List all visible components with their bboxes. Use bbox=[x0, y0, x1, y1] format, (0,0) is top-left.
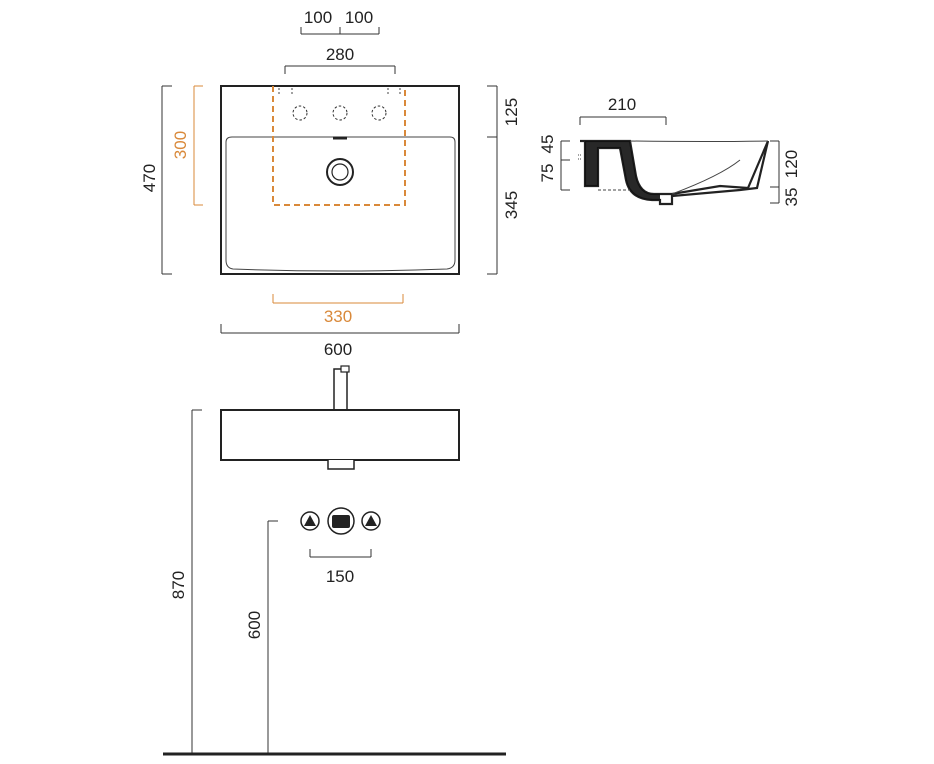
dim-overall-depth-label: 470 bbox=[140, 164, 159, 192]
dim-right-depths bbox=[487, 85, 498, 275]
dim-left-heights bbox=[560, 140, 570, 191]
dim-overall-width bbox=[220, 324, 460, 334]
drain-inner bbox=[331, 163, 349, 181]
tap-spout-cap bbox=[340, 365, 350, 373]
dim-right-heights bbox=[770, 140, 780, 204]
dim-supply-spacing-label: 150 bbox=[326, 567, 354, 586]
top-view: 100 100 280 470 300 125 bbox=[140, 8, 521, 359]
dim-total-height-label: 120 bbox=[782, 150, 801, 178]
tap-hole-right bbox=[371, 105, 387, 121]
dim-waste-height-label: 35 bbox=[782, 188, 801, 207]
dim-tap-spacing-right-label: 100 bbox=[345, 8, 373, 27]
waste-outlet bbox=[327, 460, 355, 470]
dim-tap-zone-width bbox=[284, 65, 396, 74]
tap-hole-left bbox=[292, 105, 308, 121]
drain-outer bbox=[326, 158, 354, 186]
dim-supply-spacing bbox=[309, 549, 372, 558]
dim-tap-spacing bbox=[300, 27, 380, 35]
dim-overall-width-label: 600 bbox=[324, 340, 352, 359]
section-wall-fill bbox=[580, 141, 660, 200]
dim-tap-zone-depth bbox=[193, 85, 203, 206]
tap-zone-corner-marks bbox=[278, 88, 401, 96]
dim-bowl-width-label: 330 bbox=[324, 307, 352, 326]
dim-side-height-label: 75 bbox=[538, 164, 557, 183]
dim-bowl-width bbox=[272, 294, 404, 304]
dim-bowl-offset-label: 210 bbox=[608, 95, 636, 114]
dim-deck-depth-label: 125 bbox=[502, 98, 521, 126]
dim-counter-height-label: 870 bbox=[169, 571, 188, 599]
bowl-inner-outline bbox=[225, 136, 456, 272]
dim-counter-height bbox=[191, 409, 202, 754]
dim-supply-height-label: 600 bbox=[245, 611, 264, 639]
dim-rim-height-label: 45 bbox=[538, 135, 557, 154]
tap-spout bbox=[333, 368, 348, 412]
supply-valve-left bbox=[300, 511, 320, 531]
dim-tap-zone-depth-label: 300 bbox=[171, 131, 190, 159]
side-section: 210 45 75 120 35 bbox=[538, 95, 801, 206]
section-inner-profile bbox=[583, 140, 770, 206]
waste-connection bbox=[327, 507, 355, 535]
section-tap-hole-mark bbox=[578, 154, 582, 160]
dim-bowl-depth-label: 345 bbox=[502, 191, 521, 219]
dim-tap-zone-width-label: 280 bbox=[326, 45, 354, 64]
tap-hole-center bbox=[332, 105, 348, 121]
section-bowl-curve bbox=[629, 140, 769, 195]
dim-tap-spacing-left-label: 100 bbox=[304, 8, 332, 27]
supply-valve-right bbox=[361, 511, 381, 531]
dim-overall-depth bbox=[161, 85, 172, 275]
dim-supply-height bbox=[267, 520, 278, 754]
basin-front bbox=[220, 409, 460, 461]
front-view: 150 870 600 bbox=[163, 365, 506, 756]
tap-zone-outline bbox=[272, 86, 406, 206]
dim-bowl-offset bbox=[579, 116, 667, 125]
